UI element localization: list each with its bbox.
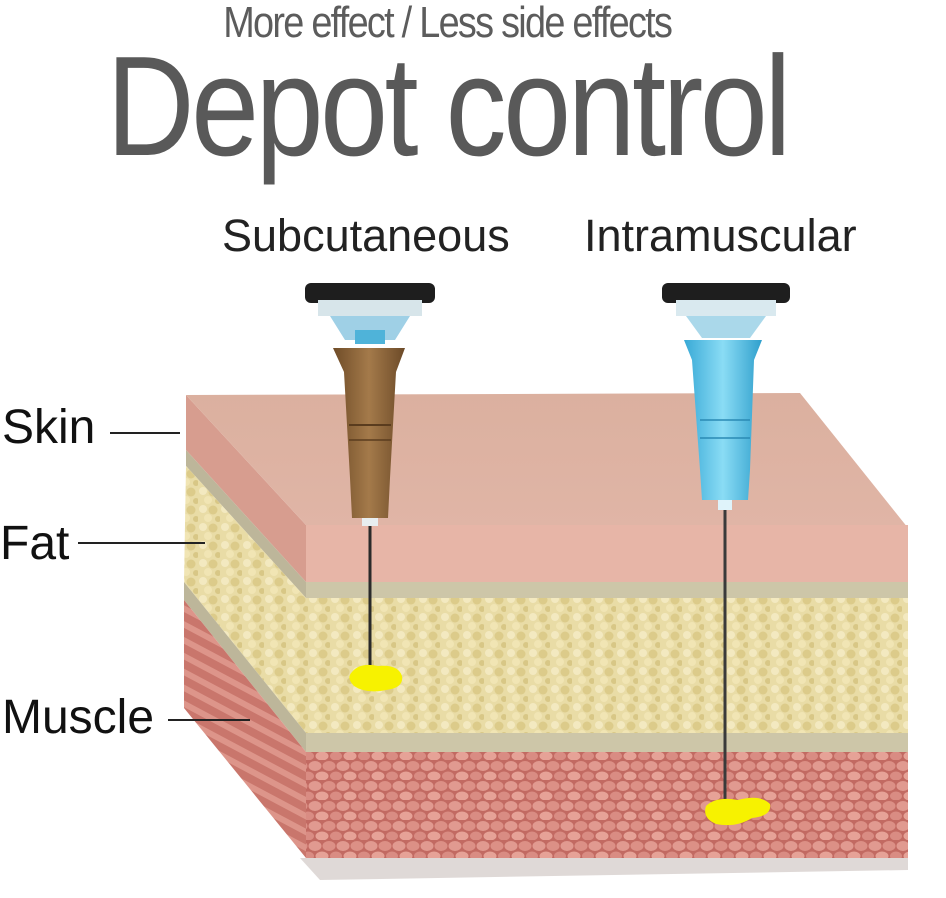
- subcutaneous-label: Subcutaneous: [222, 210, 510, 261]
- page-title: Depot control: [106, 27, 791, 186]
- subcutaneous-needle-icon: [305, 283, 435, 668]
- fat-muscle-separator: [306, 733, 908, 752]
- muscle-label: Muscle: [2, 691, 155, 744]
- intramuscular-needle-icon: [662, 283, 790, 806]
- skin-label: Skin: [2, 401, 96, 454]
- skin-fat-separator: [306, 582, 908, 598]
- block-shadow: [300, 858, 908, 880]
- fat-label: Fat: [0, 517, 70, 570]
- block-side: [184, 395, 306, 858]
- muscle-layer: [306, 752, 908, 858]
- fat-layer: [306, 598, 908, 733]
- intramuscular-depot-icon: [705, 797, 771, 826]
- intramuscular-label: Intramuscular: [584, 210, 857, 261]
- subtitle: More effect / Less side effects: [223, 0, 673, 47]
- skin-top-surface: [186, 393, 908, 528]
- subcutaneous-depot-icon: [349, 664, 403, 692]
- skin-layer: [306, 525, 908, 582]
